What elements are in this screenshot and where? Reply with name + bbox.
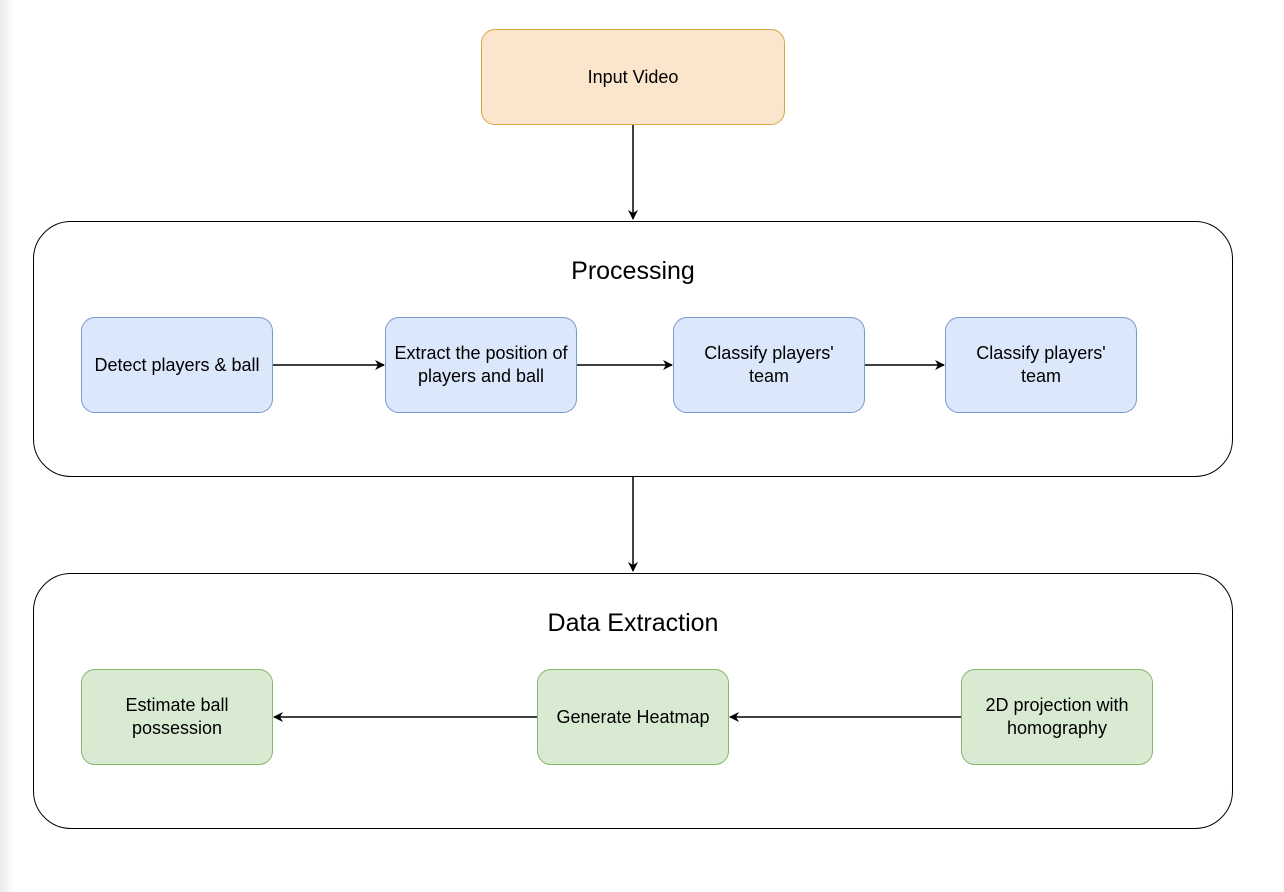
input-video-node[interactable]: Input Video: [481, 29, 785, 125]
classify-team-node-1[interactable]: Classify players' team: [673, 317, 865, 413]
extract-position-label: Extract the position of players and ball: [394, 343, 568, 386]
projection-homography-node[interactable]: 2D projection with homography: [961, 669, 1153, 765]
estimate-possession-node[interactable]: Estimate ball possession: [81, 669, 273, 765]
generate-heatmap-node[interactable]: Generate Heatmap: [537, 669, 729, 765]
classify-team-node-2[interactable]: Classify players' team: [945, 317, 1137, 413]
processing-title: Processing: [571, 257, 695, 285]
detect-players-label: Detect players & ball: [94, 354, 260, 375]
estimate-possession-label: Estimate ball possession: [125, 695, 229, 738]
classify-team-label-1: Classify players' team: [704, 343, 834, 386]
window-edge-shadow: [0, 0, 14, 892]
projection-homography-label: 2D projection with homography: [985, 695, 1129, 738]
generate-heatmap-label: Generate Heatmap: [556, 706, 710, 727]
detect-players-node[interactable]: Detect players & ball: [81, 317, 273, 413]
classify-team-label-2: Classify players' team: [976, 343, 1106, 386]
input-video-label: Input Video: [587, 66, 679, 87]
data-extraction-title: Data Extraction: [547, 609, 719, 637]
extract-position-node[interactable]: Extract the position of players and ball: [385, 317, 577, 413]
